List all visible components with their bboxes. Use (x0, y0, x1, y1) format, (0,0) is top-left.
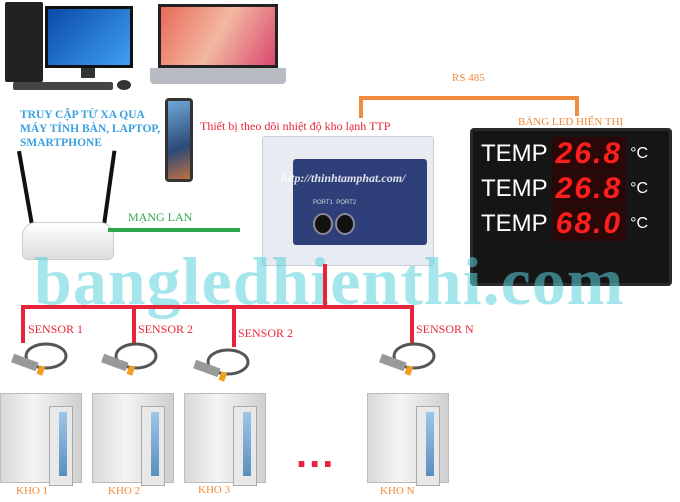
remote-access-line: TRUY CẬP TỪ XA QUA (20, 109, 145, 121)
sensor-drop (132, 305, 136, 343)
sensor-label: SENSOR 1 (28, 322, 84, 336)
room-label: KHO 2 (108, 485, 141, 497)
sensor-label: SENSOR 2 (138, 322, 194, 336)
port1-connector (313, 213, 333, 235)
remote-access-line: SMARTPHONE (20, 137, 103, 149)
remote-access-line: MÁY TÍNH BÀN, LAPTOP, (20, 123, 161, 135)
led-row-label: TEMP (481, 210, 548, 237)
sensor-bus-trunk (323, 264, 327, 308)
led-row-value: 68.0 (551, 207, 627, 241)
led-row-unit: °C (630, 180, 649, 197)
lan-label: MẠNG LAN (128, 210, 193, 224)
port2-connector (335, 213, 355, 235)
sensor-bus (21, 305, 414, 309)
port2-label: PORT2 (336, 200, 357, 206)
room-label: KHO N (380, 485, 415, 497)
sensor-drop (232, 305, 236, 347)
led-row-label: TEMP (481, 140, 548, 167)
temperature-sensor-icon (379, 342, 436, 376)
room-label: KHO 1 (16, 485, 49, 497)
temperature-sensor-icon (101, 342, 158, 376)
led-row-value: 26.8 (551, 172, 627, 206)
led-row-label: TEMP (481, 175, 548, 202)
lan-connection (108, 228, 240, 232)
port-labels: PORT1 PORT2 (313, 199, 356, 207)
sensor-drop (410, 305, 414, 343)
cold-room (184, 393, 266, 486)
temperature-sensor-icon (11, 342, 68, 376)
temperature-sensor-icon (193, 348, 250, 382)
sensor-label: SENSOR 2 (238, 326, 294, 340)
led-board-title: BẢNG LED HIỂN THỊ (518, 116, 624, 128)
cold-room (92, 393, 174, 486)
controller-caption: Thiết bị theo dõi nhiệt độ kho lạnh TTP (200, 119, 391, 133)
led-row: TEMP 68.0 °C (481, 207, 648, 241)
rs485-connection-right (575, 96, 579, 116)
led-row-value: 26.8 (551, 137, 627, 171)
led-row: TEMP 26.8 °C (481, 172, 648, 206)
temperature-monitoring-controller: http://thinhtamphat.com/ PORT1 PORT2 (262, 136, 434, 266)
ellipsis: ... (296, 432, 336, 476)
remote-access-label: TRUY CẬP TỪ XA QUA MÁY TÍNH BÀN, LAPTOP,… (20, 108, 160, 150)
led-display-board: TEMP 26.8 °C TEMP 26.8 °C TEMP 68.0 °C (470, 128, 672, 286)
smartphone (165, 98, 193, 182)
sensor-label: SENSOR N (416, 322, 474, 336)
watermark: bangledhienthi.com (34, 243, 625, 319)
sensor-drop (21, 305, 25, 343)
watermark-small: http://thinhtamphat.com/ (281, 171, 406, 185)
room-label: KHO 3 (198, 484, 231, 496)
cold-room (367, 393, 449, 486)
desktop-computer (5, 2, 135, 92)
port1-label: PORT1 (313, 200, 333, 206)
led-row-unit: °C (630, 215, 649, 232)
wifi-router (17, 150, 117, 260)
led-row: TEMP 26.8 °C (481, 137, 648, 171)
laptop (150, 4, 286, 86)
rs485-connection (359, 96, 579, 100)
cold-room (0, 393, 82, 486)
rs485-connection-left (359, 96, 363, 118)
led-row-unit: °C (630, 145, 649, 162)
rs485-label: RS 485 (452, 72, 485, 84)
